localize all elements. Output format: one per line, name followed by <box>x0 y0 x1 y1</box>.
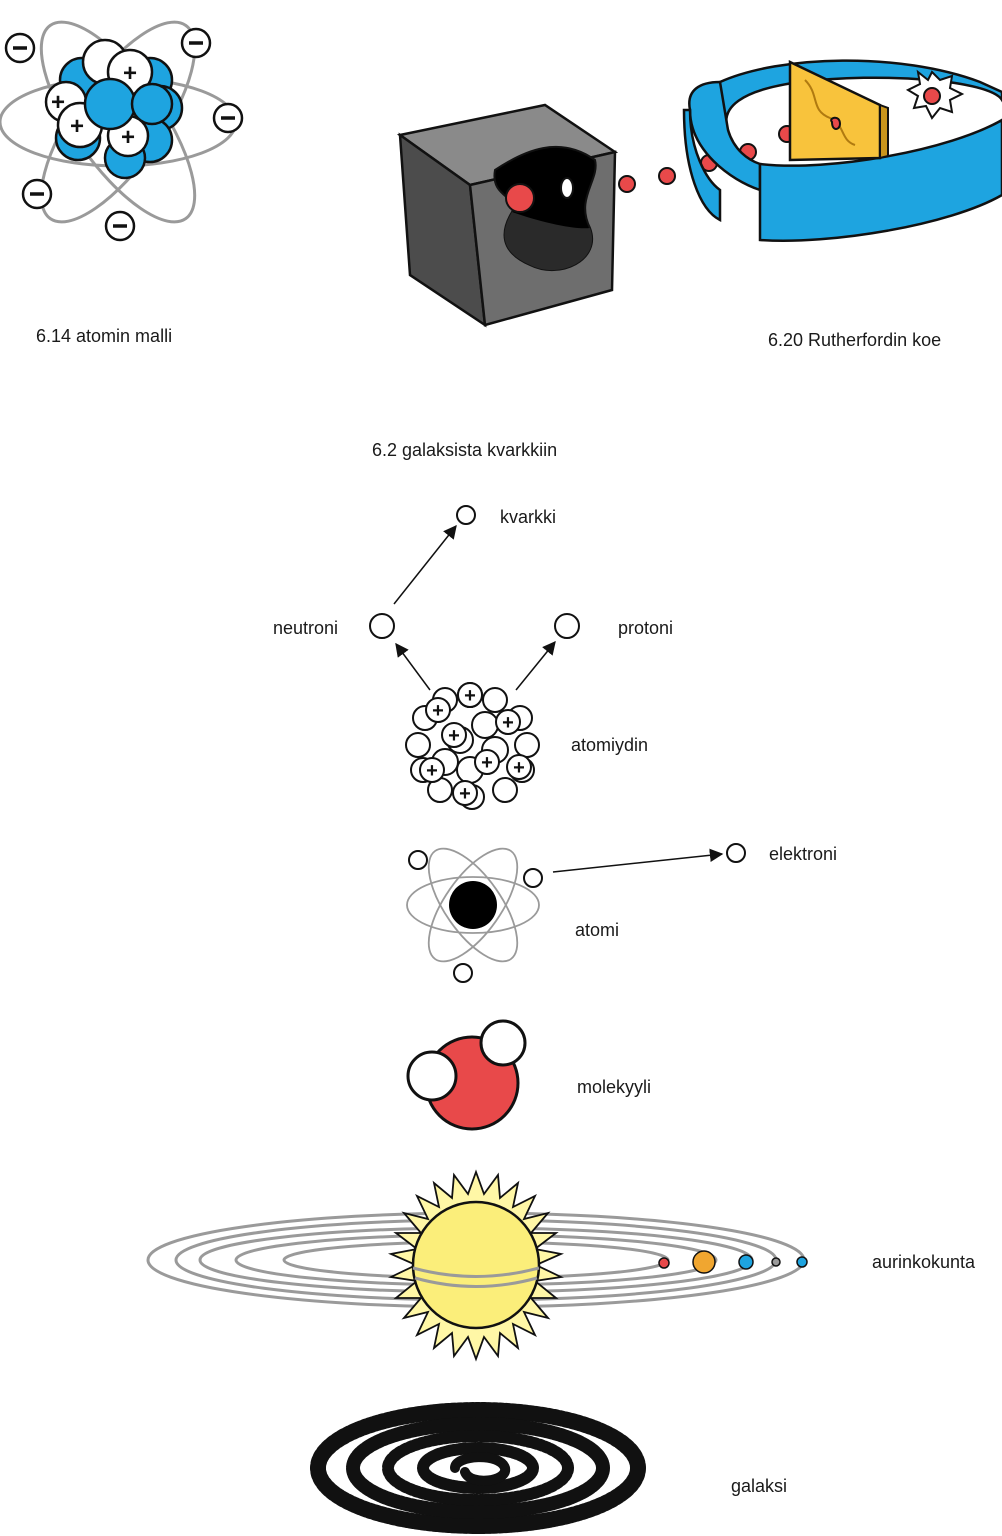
svg-text:+: + <box>123 60 137 87</box>
proton-dot <box>554 613 580 639</box>
label-quark: kvarkki <box>500 507 557 527</box>
label-neutron: neutroni <box>273 618 339 638</box>
svg-text:+: + <box>70 113 84 140</box>
spiral-galaxy-icon <box>310 1402 646 1534</box>
label-molecule: molekyyli <box>577 1077 652 1097</box>
svg-text:+: + <box>459 783 471 805</box>
svg-text:+: + <box>464 685 476 707</box>
svg-text:+: + <box>448 725 460 747</box>
electron-dot <box>726 843 746 863</box>
svg-text:+: + <box>502 712 514 734</box>
arrow-nucleus-to-neutron <box>395 642 431 691</box>
label-proton: protoni <box>618 618 674 638</box>
molecule-icon <box>406 1019 527 1131</box>
svg-text:+: + <box>481 752 493 774</box>
rutherford-experiment-icon <box>396 59 1002 328</box>
svg-text:+: + <box>51 89 65 116</box>
svg-text:+: + <box>121 124 135 151</box>
label-solar-system: aurinkokunta <box>872 1252 976 1272</box>
arrow-neutron-to-quark <box>393 524 457 605</box>
label-atom: atomi <box>575 920 620 940</box>
quark-dot <box>456 505 476 525</box>
arrow-nucleus-to-proton <box>515 640 556 691</box>
atom-model-icon: + + + + <box>0 20 244 242</box>
caption-atom-model: 6.14 atomin malli <box>36 326 173 346</box>
svg-text:+: + <box>513 757 525 779</box>
neutron-dot <box>369 613 395 639</box>
label-nucleus: atomiydin <box>571 735 649 755</box>
caption-scale-chain: 6.2 galaksista kvarkkiin <box>372 440 558 460</box>
nucleus-icon <box>405 682 540 810</box>
label-galaxy: galaksi <box>731 1476 788 1496</box>
caption-rutherford: 6.20 Rutherfordin koe <box>768 330 942 350</box>
label-electron: elektroni <box>769 844 838 864</box>
atom-icon <box>406 847 543 983</box>
svg-text:+: + <box>432 700 444 722</box>
solar-system-icon <box>146 1169 808 1362</box>
arrow-atom-to-electron <box>552 848 724 873</box>
svg-text:+: + <box>426 760 438 782</box>
